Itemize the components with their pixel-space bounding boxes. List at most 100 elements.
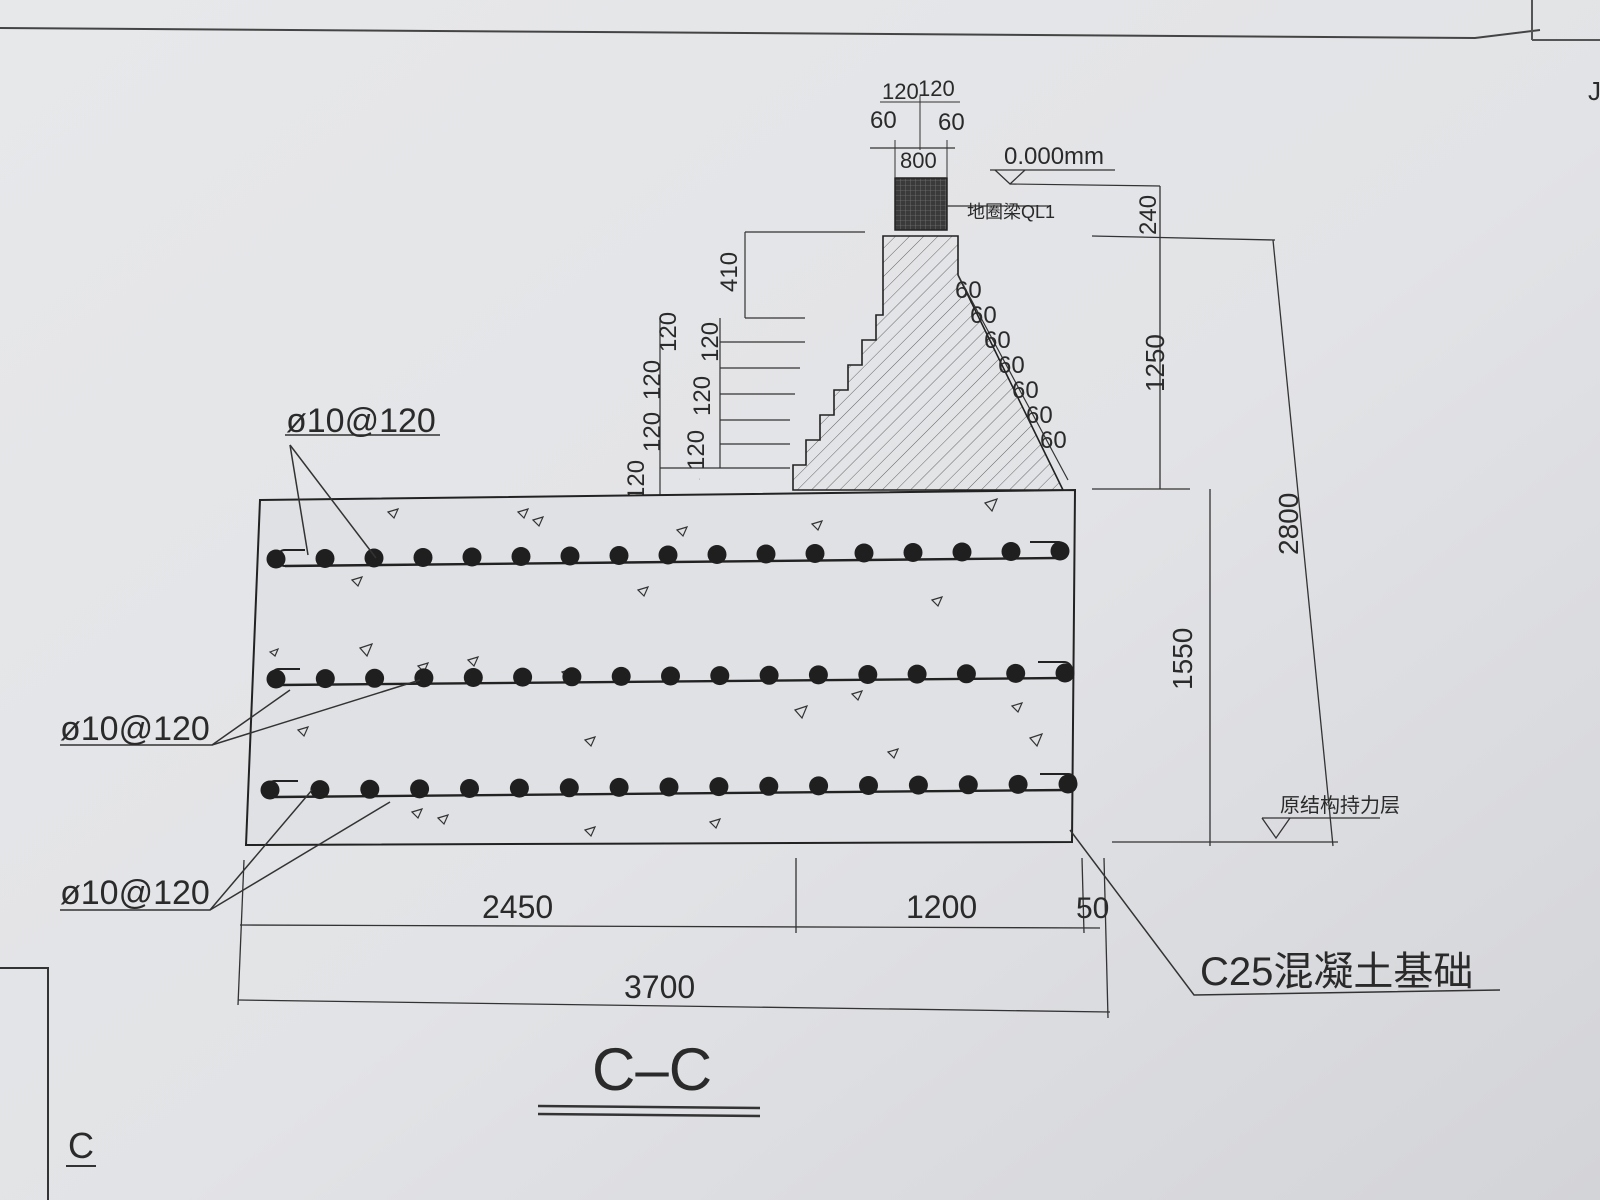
rebar-bar (562, 667, 582, 687)
step-dim-chain (659, 231, 865, 495)
rebar-bar (1050, 541, 1070, 561)
slope-dim-4: 60 (998, 352, 1025, 379)
section-title: C–C (592, 1036, 712, 1103)
stair-right-step-1: 120 (697, 322, 724, 362)
rebar-bar (859, 776, 878, 795)
dim-top-60-left: 60 (870, 107, 897, 134)
rebar-bar (805, 544, 825, 563)
rebar-bar (710, 666, 730, 686)
foundation-note-leader (1069, 829, 1501, 996)
dim-1200: 1200 (906, 889, 977, 925)
rebar-bar (511, 547, 531, 566)
bearing-layer-marker: 原结构持力层 (1261, 794, 1400, 840)
title-block-frame (0, 967, 49, 1200)
foundation-block (244, 488, 1077, 847)
rebar-label-middle: ø10@120 (60, 710, 210, 748)
dim-240: 240 (1135, 195, 1162, 235)
stair-right-step-4: 120 (699, 478, 701, 480)
rebar-bar (266, 669, 286, 689)
rebar-bar (709, 777, 729, 797)
slope-dim-2: 60 (970, 302, 997, 329)
rebar-dots (260, 541, 1078, 800)
edge-label: J (1588, 76, 1600, 106)
rebar-bar (609, 777, 629, 797)
rebar-bar (908, 775, 928, 795)
rebar-bar (364, 548, 384, 568)
rebar-bar (759, 776, 779, 796)
dim-410: 410 (716, 252, 743, 292)
rebar-bar (903, 543, 923, 562)
rebar-bar (460, 779, 479, 798)
dim-1250: 1250 (1140, 334, 1170, 392)
slope-dim-5: 60 (1012, 377, 1039, 404)
slope-dims (957, 274, 1069, 481)
rebar-bar (410, 779, 430, 799)
ring-beam-detail: 120 120 60 60 800 地圈梁QL1 (870, 76, 1055, 231)
stair-left-step-3: 120 (639, 412, 666, 452)
rebar-leaders (60, 434, 440, 911)
rebar-bar (315, 549, 335, 568)
bottom-dim-lines (237, 857, 1111, 1019)
dim-top-60-right: 60 (938, 109, 965, 136)
dim-1550: 1550 (1167, 628, 1198, 690)
rebar-bar (658, 545, 678, 565)
dim-50: 50 (1076, 892, 1109, 925)
rebar-bar (413, 548, 433, 567)
dim-3700: 3700 (624, 969, 695, 1005)
rebar-bar (1008, 774, 1028, 794)
rebar-bar (360, 779, 380, 799)
rebar-bar (462, 547, 482, 567)
rebar-bar (463, 668, 483, 687)
rebar-bar (756, 544, 776, 564)
sheet-border-top (0, 27, 1541, 40)
rebar-bar (1006, 663, 1026, 683)
rebar-bar (1055, 663, 1075, 683)
rebar-bar (956, 664, 976, 684)
stair-right-step-2: 120 (689, 376, 716, 416)
rebar-bar (260, 780, 280, 800)
rebar-bar (952, 542, 972, 562)
dim-2450: 2450 (482, 889, 553, 925)
stair-left-step-1: 120 (655, 312, 682, 352)
elevation-value: 0.000mm (1004, 143, 1104, 170)
rebar-bar (559, 778, 579, 798)
rebar-bar (315, 669, 335, 689)
sheet-border-right (1531, 0, 1600, 41)
rebar-bar (661, 666, 680, 686)
rebar-bar (1058, 774, 1078, 794)
rebar-bar (958, 775, 978, 795)
rebar-bar (707, 545, 727, 564)
rebar-bar (854, 543, 874, 563)
slope-dim-1: 60 (955, 277, 982, 304)
rebar-bar (560, 546, 580, 566)
rebar-bar (513, 667, 533, 687)
stair-left-step-4: 120 (623, 460, 650, 500)
section-title-underline-1 (537, 1104, 761, 1110)
rebar-bar (1001, 542, 1021, 561)
slope-dim-7: 60 (1040, 427, 1067, 454)
rebar-bar (808, 665, 828, 685)
rebar-label-bottom: ø10@120 (60, 874, 210, 912)
right-dim-lines (1091, 186, 1338, 847)
rebar-bar (509, 778, 529, 798)
rebar-bar (759, 665, 779, 685)
stair-right-step-3: 120 (683, 430, 710, 470)
dim-2800: 2800 (1273, 493, 1304, 555)
ring-beam-section (894, 177, 948, 231)
rebar-bar (611, 666, 631, 686)
rebar-label-top: ø10@120 (286, 402, 436, 440)
rebar-bar (858, 665, 878, 684)
rebar-bar (310, 780, 330, 800)
bearing-layer-label: 原结构持力层 (1280, 794, 1400, 817)
rebar-bar (907, 664, 927, 684)
section-title-underline-2 (537, 1112, 761, 1118)
foundation-note: C25混凝土基础 (1200, 950, 1473, 994)
dim-top-120-right: 120 (918, 76, 955, 101)
rebar-bar (659, 777, 679, 797)
rebar-bar (809, 776, 829, 796)
dim-top-800: 800 (900, 148, 937, 173)
rebar-bar (365, 668, 385, 688)
slope-dim-6: 60 (1026, 402, 1053, 429)
stair-left-step-2: 120 (639, 360, 666, 400)
